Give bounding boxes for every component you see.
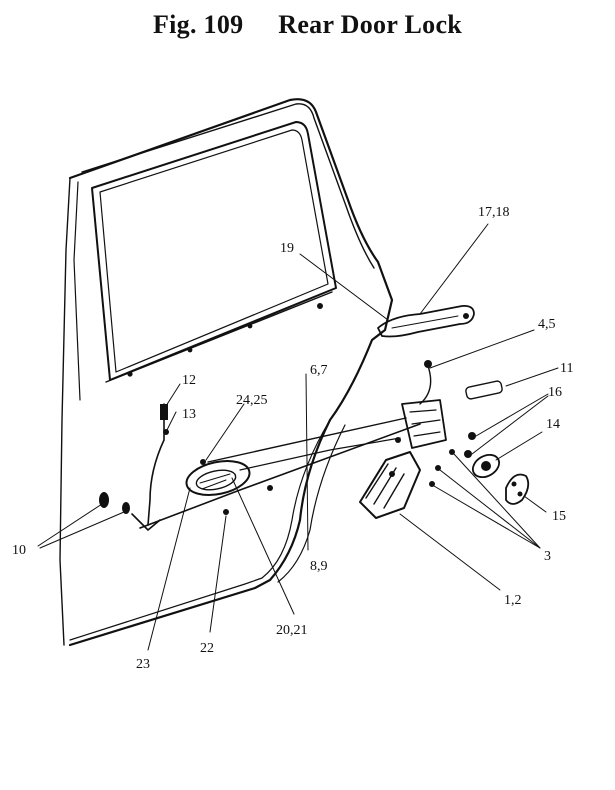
callout-1-2: 1,2 bbox=[504, 593, 522, 608]
window-fastener-1 bbox=[127, 371, 133, 377]
screw-3a bbox=[449, 449, 455, 455]
figure-number: Fig. 109 bbox=[152, 10, 244, 39]
callout-19: 19 bbox=[280, 241, 294, 256]
window-fastener-2 bbox=[187, 347, 193, 353]
screw-16a bbox=[468, 432, 476, 440]
window-frame bbox=[91, 121, 337, 383]
callout-23: 23 bbox=[136, 657, 150, 672]
callout-3: 3 bbox=[544, 549, 551, 564]
callout-14: 14 bbox=[546, 417, 560, 432]
callout-13: 13 bbox=[182, 407, 196, 422]
screw-16b bbox=[464, 450, 472, 458]
lock-knob-rod bbox=[147, 403, 169, 526]
door-panel bbox=[59, 98, 394, 647]
callout-4-5: 4,5 bbox=[538, 317, 556, 332]
lock-assembly bbox=[359, 360, 447, 519]
window-fastener-3 bbox=[247, 323, 253, 329]
callout-22: 22 bbox=[200, 641, 214, 656]
callout-15: 15 bbox=[552, 509, 566, 524]
figure-caption: Rear Door Lock bbox=[278, 10, 463, 39]
callout-12: 12 bbox=[182, 373, 196, 388]
striker-plate bbox=[471, 453, 501, 479]
outside-door-handle bbox=[377, 305, 475, 338]
figure-title: Fig. 109 Rear Door Lock bbox=[0, 10, 615, 40]
clip-22 bbox=[223, 509, 229, 515]
striker-shim bbox=[505, 473, 530, 505]
leader-lines bbox=[37, 223, 559, 651]
screw-3c bbox=[429, 481, 435, 487]
inside-door-handle bbox=[185, 459, 273, 497]
part-11 bbox=[465, 380, 503, 400]
callout-16: 16 bbox=[548, 385, 562, 400]
callout-17-18: 17,18 bbox=[478, 205, 510, 220]
callout-24-25: 24,25 bbox=[236, 393, 268, 408]
callout-8-9: 8,9 bbox=[310, 559, 328, 574]
callout-20-21: 20,21 bbox=[276, 623, 308, 638]
callout-6-7: 6,7 bbox=[310, 363, 328, 378]
callout-labels: 17,18 19 4,5 11 12 13 24,25 6,7 16 14 15… bbox=[12, 205, 573, 672]
callout-10: 10 bbox=[12, 543, 26, 558]
callout-11: 11 bbox=[560, 361, 573, 376]
screw-3b bbox=[435, 465, 441, 471]
window-fastener-4 bbox=[317, 303, 323, 309]
small-parts bbox=[223, 380, 530, 515]
